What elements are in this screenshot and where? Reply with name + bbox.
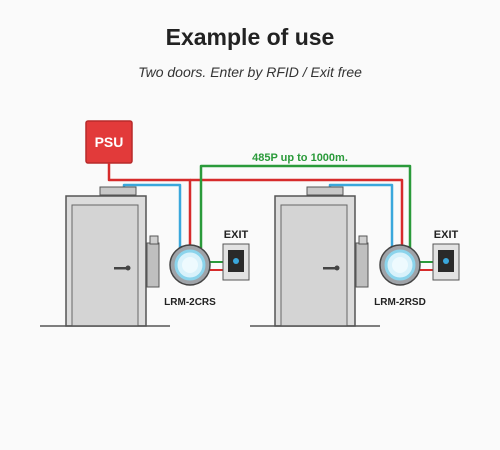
- psu-box: PSU: [85, 120, 133, 164]
- exit-left-label: EXIT: [224, 229, 249, 241]
- exit-right-label: EXIT: [434, 229, 459, 241]
- reader-left-label: LRM-2CRS: [164, 297, 216, 308]
- bus-label: 485P up to 1000m.: [252, 152, 348, 164]
- reader-right-label: LRM-2RSD: [374, 297, 426, 308]
- door-right: [250, 186, 380, 327]
- door-left: [40, 186, 170, 327]
- page-subtitle: Two doors. Enter by RFID / Exit free: [138, 64, 362, 80]
- reader-left: [169, 244, 211, 286]
- exit-button-left: EXIT: [222, 229, 250, 281]
- red-wire-left: [107, 163, 192, 248]
- psu-label: PSU: [95, 134, 124, 150]
- exit-button-right: EXIT: [432, 229, 460, 281]
- reader-right: [379, 244, 421, 286]
- red-wire-right: [190, 178, 404, 248]
- green-bus-wire: [199, 164, 412, 248]
- page-title: Example of use: [165, 24, 335, 50]
